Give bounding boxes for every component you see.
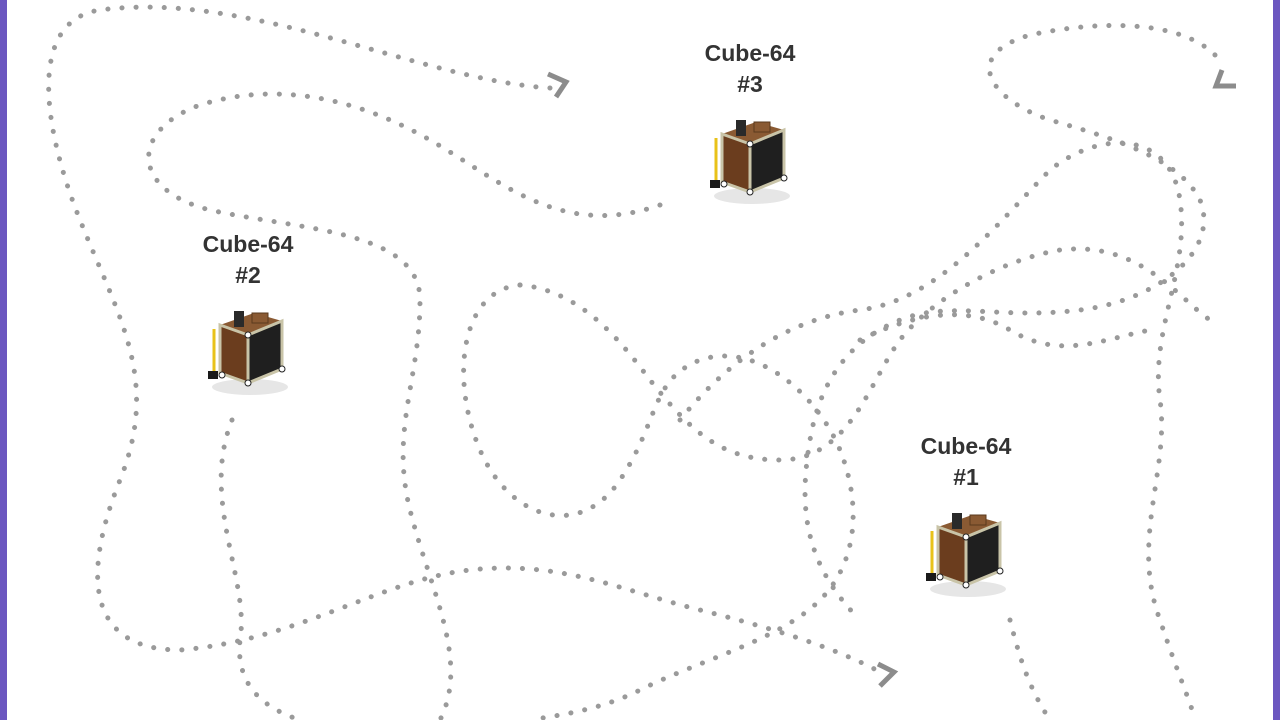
robot-1-number: #1 bbox=[953, 464, 979, 490]
robot-path-inner-left bbox=[146, 91, 663, 720]
robot-path-right-top bbox=[802, 22, 1218, 623]
cube-robot-icon bbox=[208, 311, 288, 395]
frame-left-border bbox=[0, 0, 7, 720]
robot-path-right-cross bbox=[857, 312, 1153, 349]
robot-2: Cube-64 #2 bbox=[183, 229, 313, 399]
chevron-arrow-icon bbox=[546, 71, 570, 99]
robot-3-name: Cube-64 bbox=[704, 40, 796, 66]
cube-robot-icon bbox=[710, 120, 790, 204]
cube-robot-icon bbox=[926, 513, 1006, 597]
robot-3-number: #3 bbox=[737, 71, 763, 97]
chevron-arrow-icon bbox=[1212, 69, 1236, 89]
robot-2-name: Cube-64 bbox=[202, 231, 294, 257]
frame-right-border bbox=[1273, 0, 1280, 720]
robot-path-2 bbox=[218, 417, 303, 720]
robot-path-central-loop bbox=[461, 282, 856, 720]
robot-3: Cube-64 #3 bbox=[685, 38, 815, 208]
robot-1-name: Cube-64 bbox=[920, 433, 1012, 459]
robot-path-central-b bbox=[517, 246, 1213, 463]
chevron-arrow-icon bbox=[876, 661, 899, 688]
robot-path-right-low bbox=[1007, 617, 1053, 720]
robot-1: Cube-64 #1 bbox=[901, 431, 1031, 601]
robot-2-number: #2 bbox=[235, 262, 261, 288]
